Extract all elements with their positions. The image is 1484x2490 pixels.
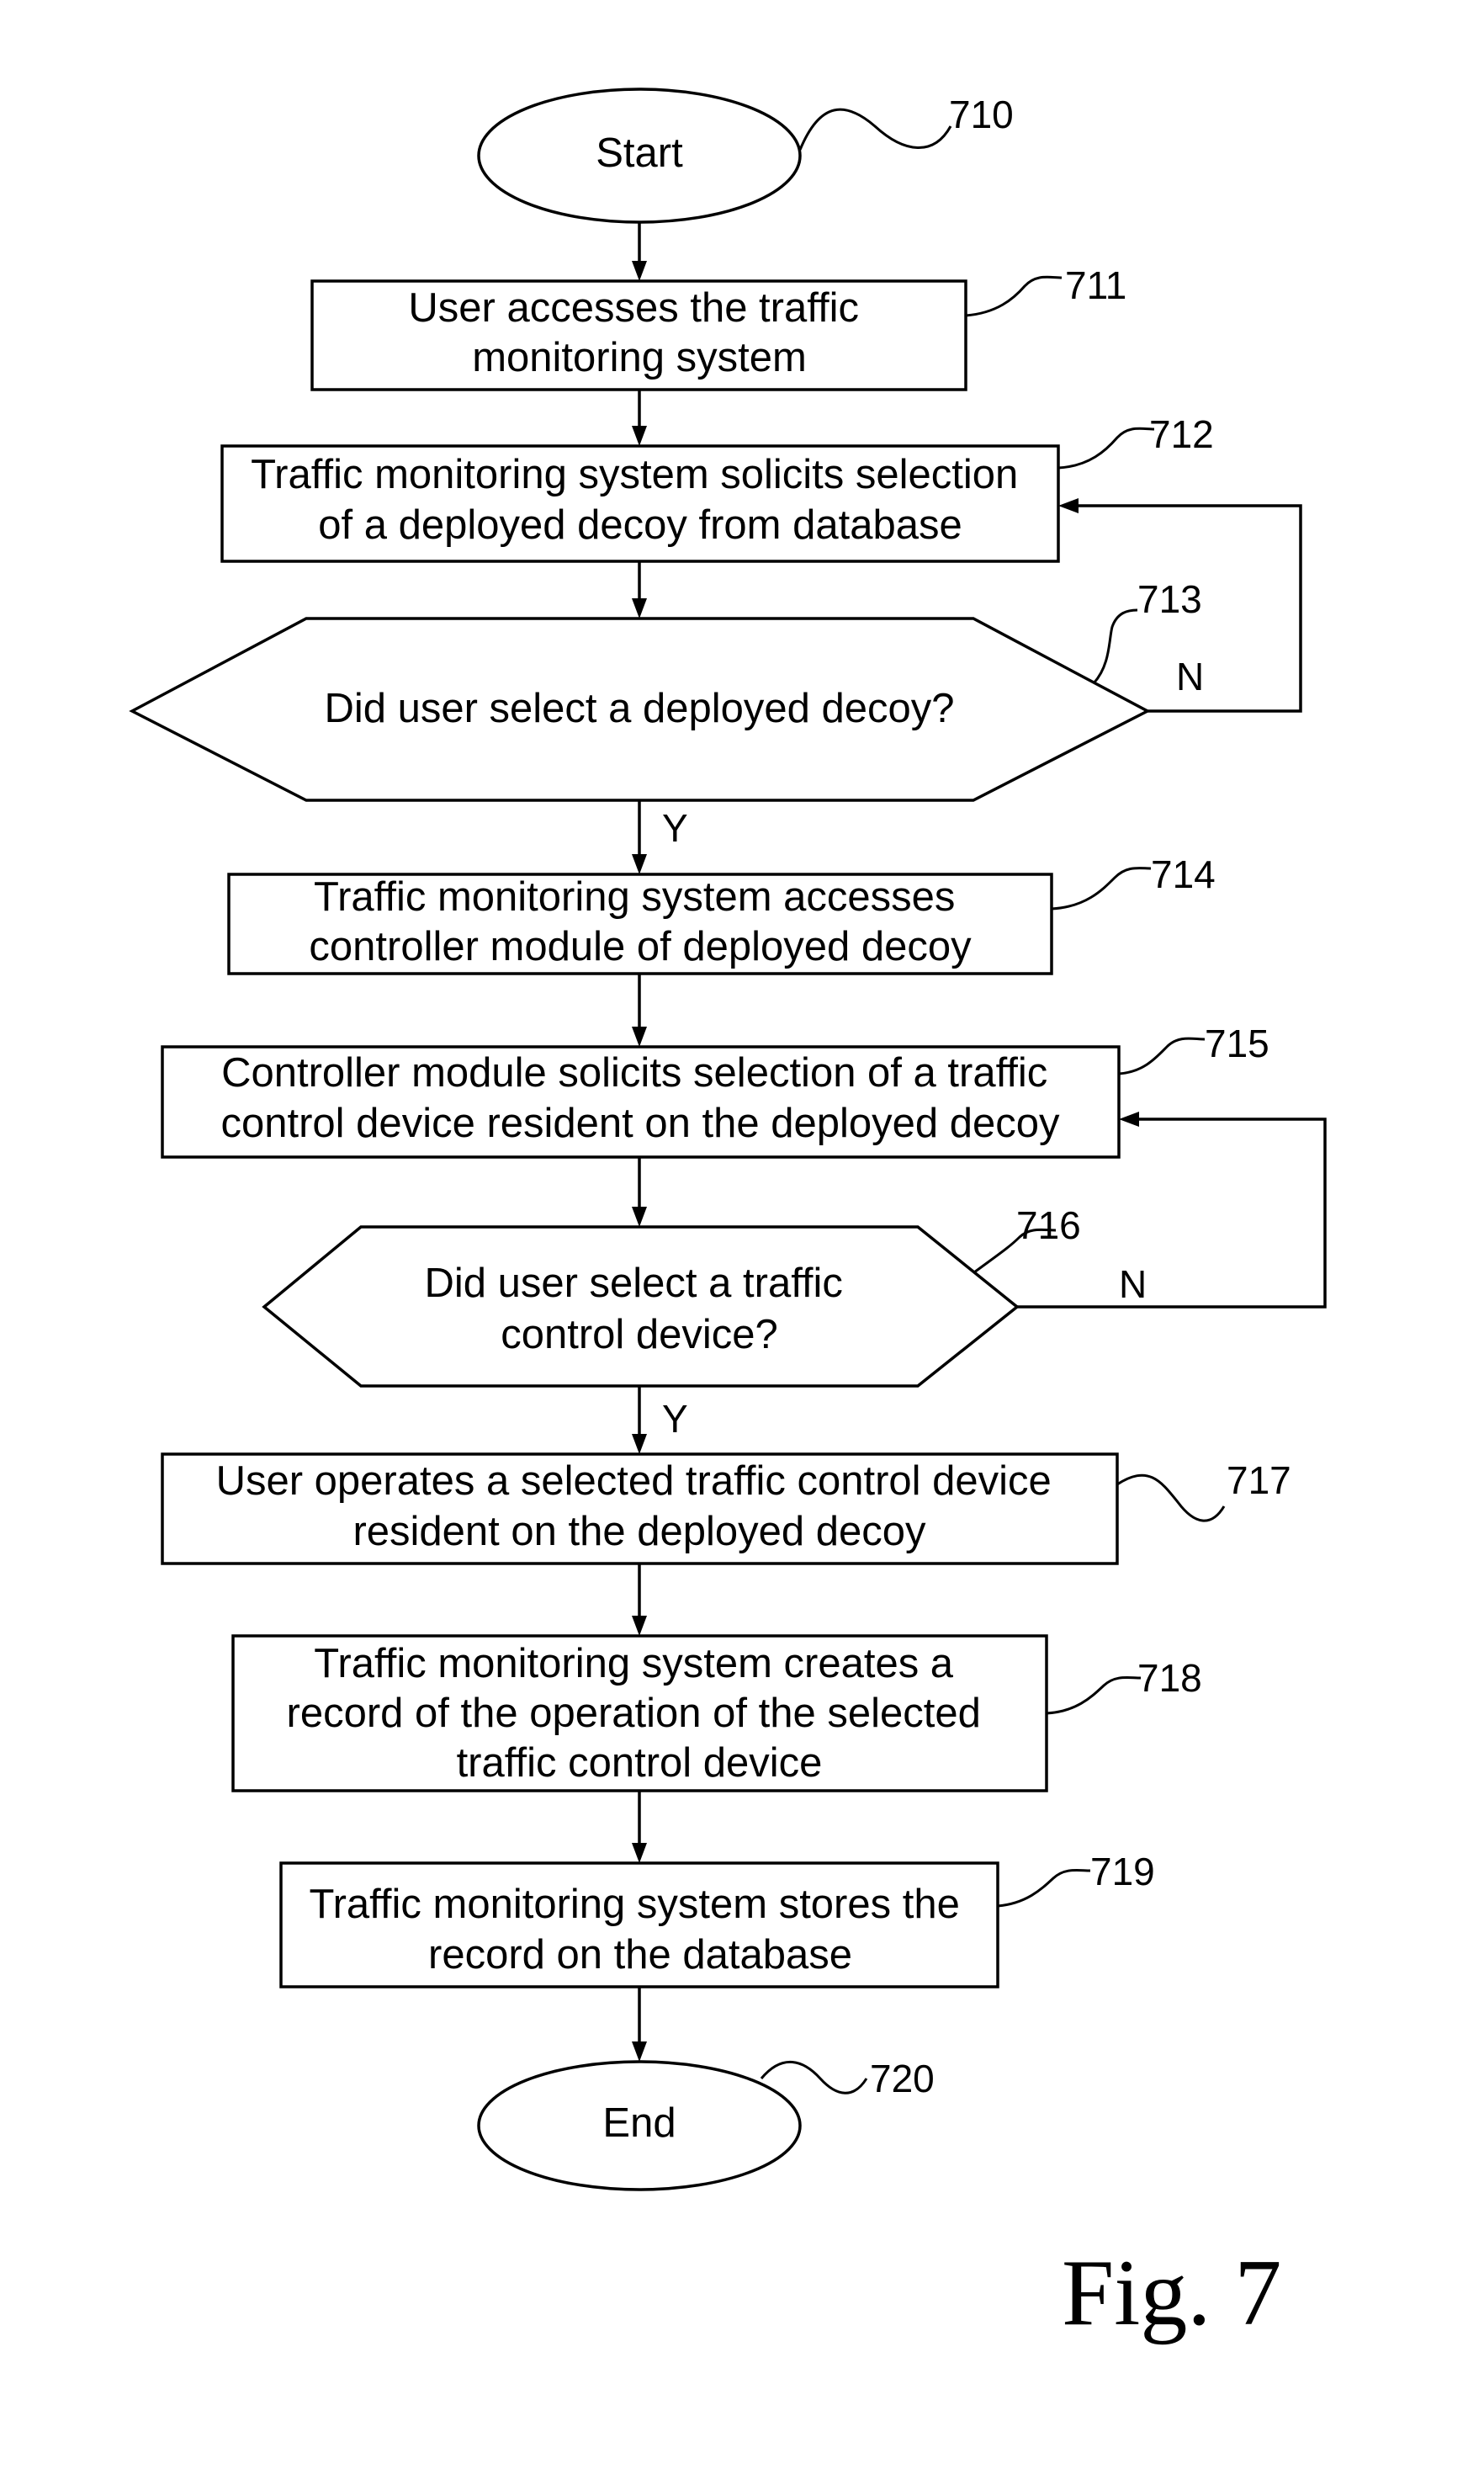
leader-718 xyxy=(1047,1677,1141,1713)
connector-718-719 xyxy=(632,1791,647,1863)
leader-712 xyxy=(1058,428,1154,468)
ref-711: 711 xyxy=(1065,263,1126,307)
ref-715: 715 xyxy=(1205,1022,1269,1065)
ref-716: 716 xyxy=(1016,1203,1081,1247)
start-label: Start xyxy=(596,130,683,176)
connector-715-716 xyxy=(632,1157,647,1227)
ref-718: 718 xyxy=(1137,1656,1202,1700)
connector-713-714-yes xyxy=(632,800,647,874)
figure-label: Fig. 7 xyxy=(1062,2241,1281,2345)
ref-710: 710 xyxy=(949,93,1014,136)
leader-710 xyxy=(800,109,951,150)
decision-713-text: Did user select a deployed decoy? xyxy=(324,686,954,731)
leader-714 xyxy=(1052,868,1151,909)
branch-label-713-no: N xyxy=(1176,655,1204,698)
connector-716-717-yes xyxy=(632,1386,647,1454)
leader-711 xyxy=(966,277,1062,316)
ref-719: 719 xyxy=(1090,1850,1155,1893)
ref-720: 720 xyxy=(870,2057,935,2100)
connector-719-720 xyxy=(632,1987,647,2062)
branch-label-716-yes: Y xyxy=(662,1397,688,1441)
branch-label-716-no: N xyxy=(1119,1262,1147,1306)
end-label: End xyxy=(602,2100,676,2146)
decision-716-hexagon xyxy=(264,1227,1017,1386)
leader-713 xyxy=(1094,610,1137,683)
connector-714-715 xyxy=(632,974,647,1047)
leader-720 xyxy=(761,2062,867,2093)
connector-711-712 xyxy=(632,390,647,446)
connector-712-713 xyxy=(632,561,647,619)
leader-719 xyxy=(998,1870,1090,1906)
ref-717: 717 xyxy=(1227,1458,1291,1502)
leader-717 xyxy=(1117,1475,1224,1521)
connector-710-711 xyxy=(632,222,647,281)
leader-715 xyxy=(1119,1038,1205,1074)
ref-714: 714 xyxy=(1151,852,1216,896)
branch-label-713-yes: Y xyxy=(662,806,688,850)
connector-717-718 xyxy=(632,1564,647,1636)
ref-712: 712 xyxy=(1149,412,1214,456)
ref-713: 713 xyxy=(1137,577,1202,621)
